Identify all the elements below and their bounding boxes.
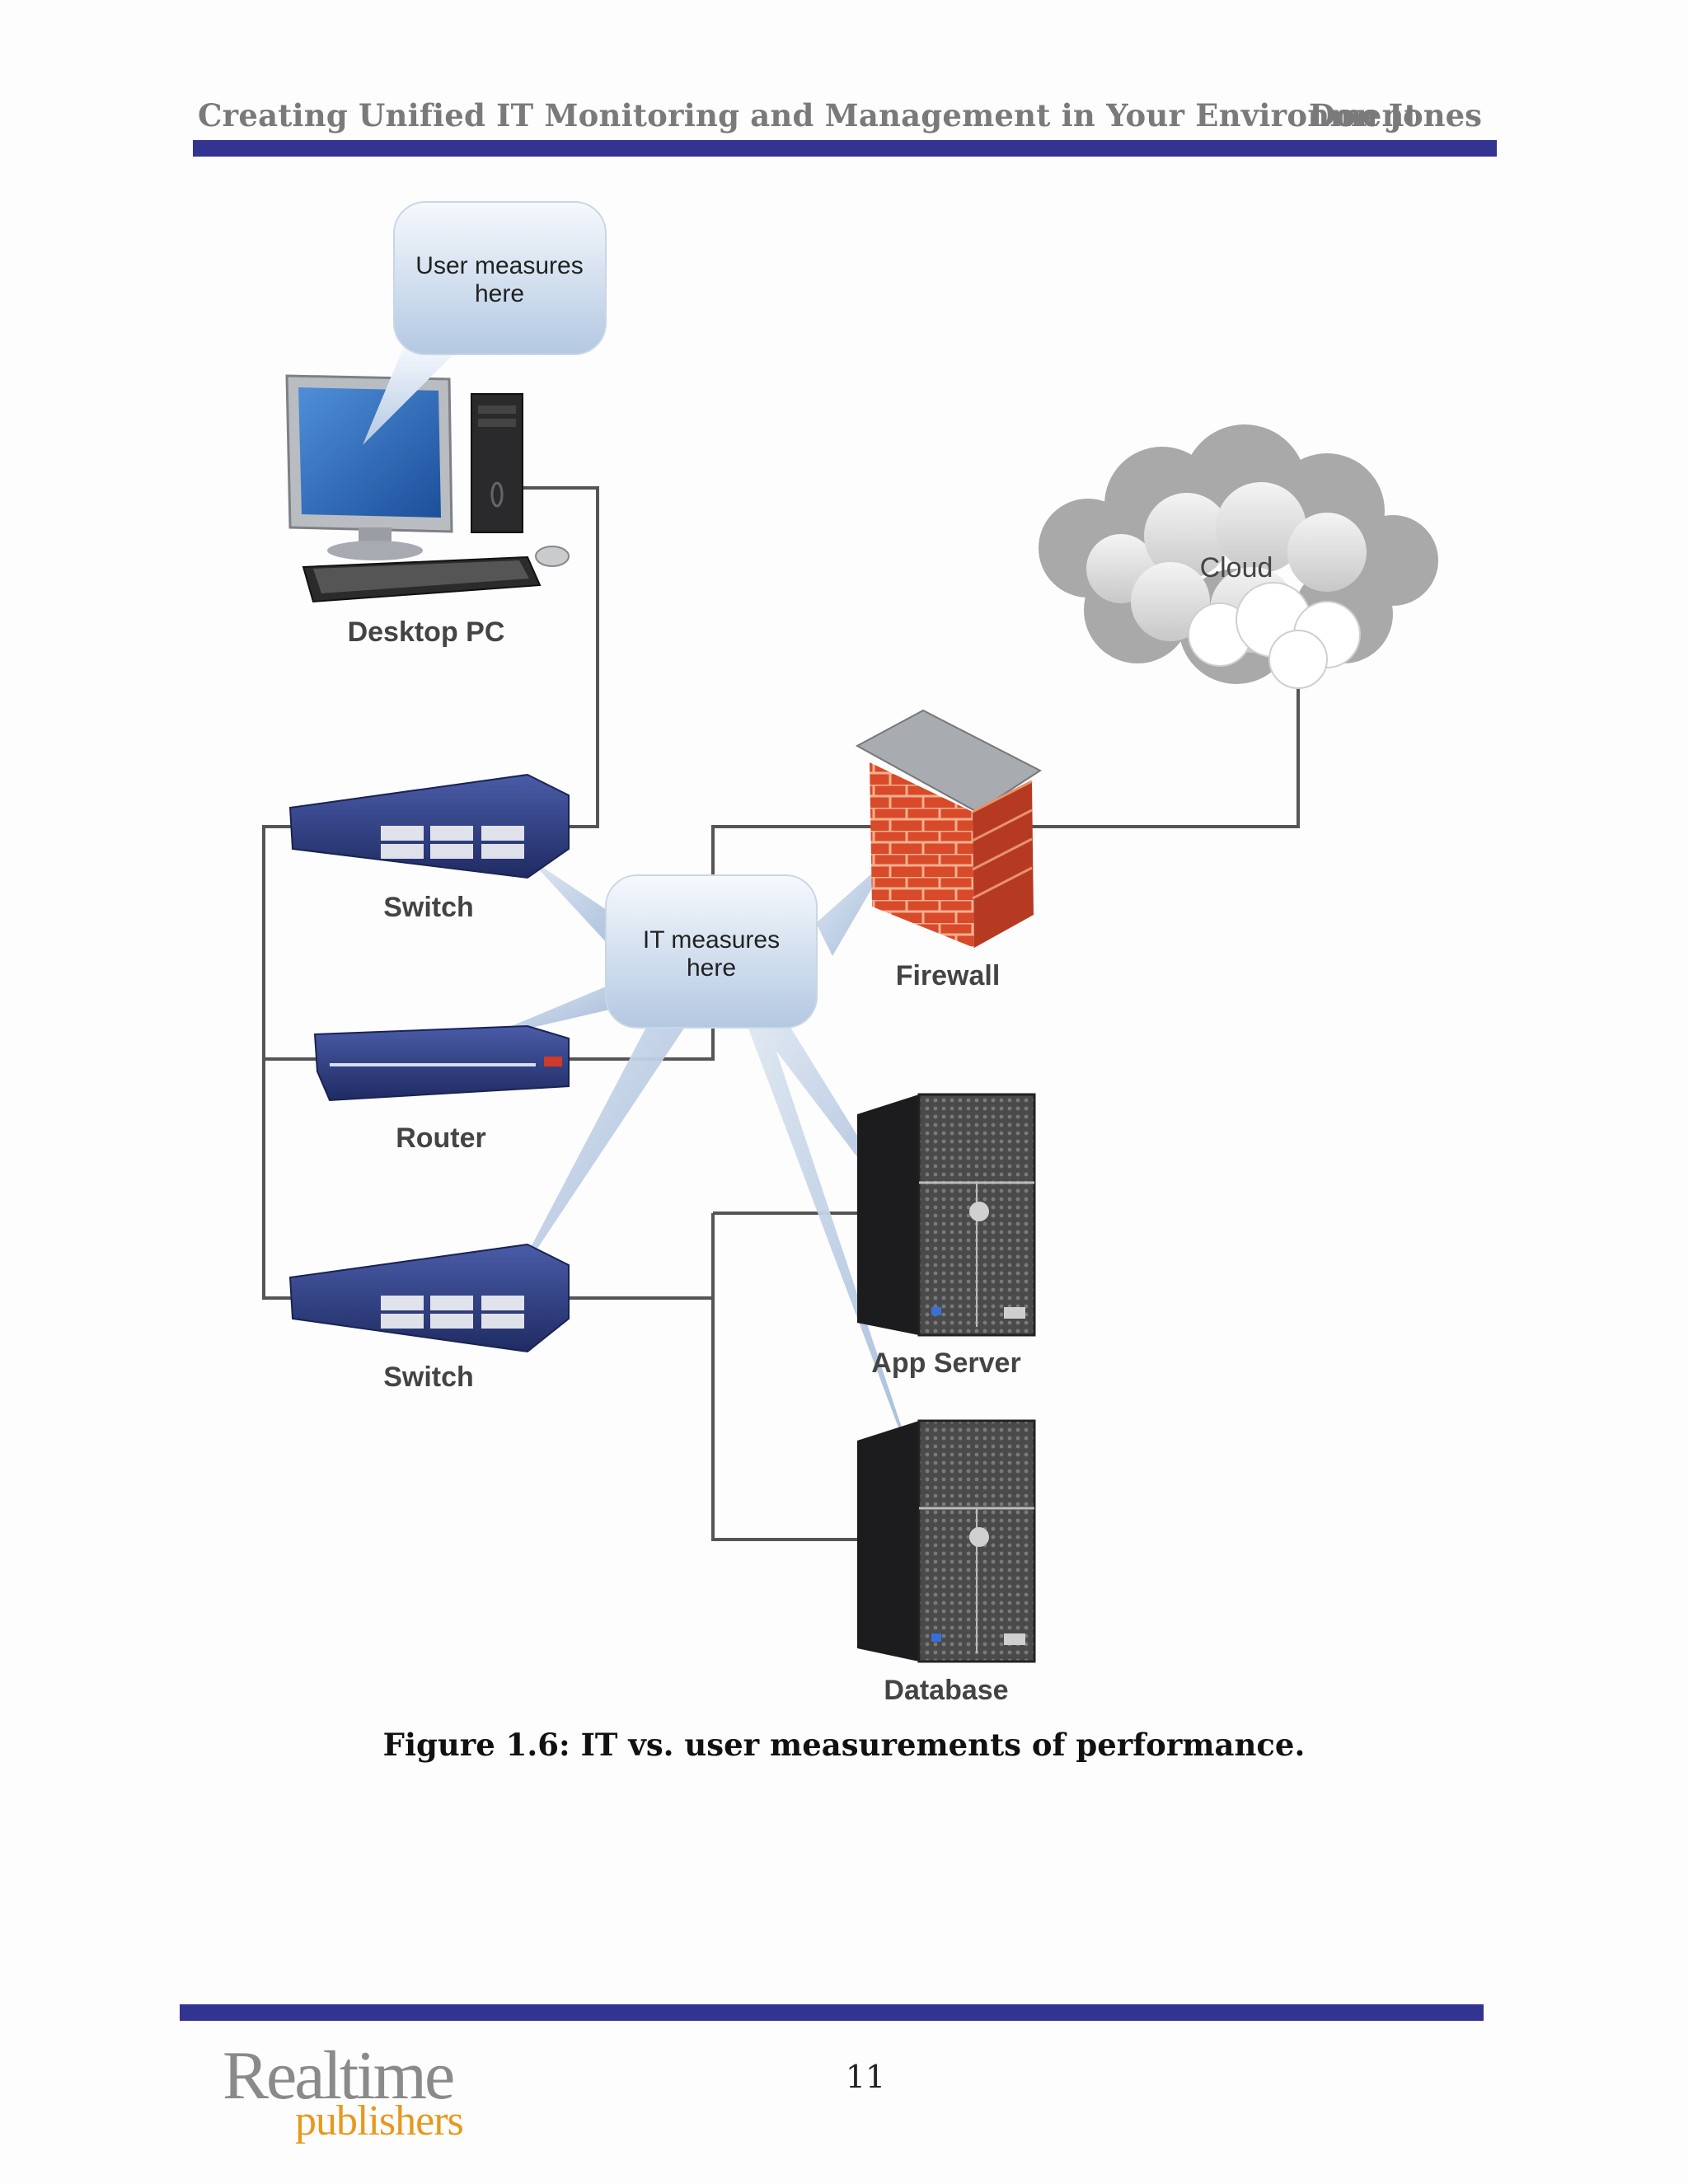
logo-realtime-text: Realtime xyxy=(223,2037,455,2114)
realtime-publishers-logo: Realtime publishers xyxy=(223,2036,495,2151)
footer-rule xyxy=(180,2004,1484,2021)
router-icon xyxy=(313,1024,570,1102)
switch-top-label: Switch xyxy=(383,892,474,923)
switch-top-icon xyxy=(288,773,570,879)
firewall-icon xyxy=(855,709,1042,948)
user-measures-bubble xyxy=(393,201,607,355)
header-author: Don Jones xyxy=(1308,97,1482,134)
database-label: Database xyxy=(884,1675,1008,1706)
desktop-label: Desktop PC xyxy=(348,616,505,648)
database-icon xyxy=(857,1419,1036,1663)
logo-publishers-text: publishers xyxy=(295,2097,464,2144)
user-bubble-line2: here xyxy=(475,280,524,307)
user-bubble-tail xyxy=(363,346,462,445)
switch-bottom-label: Switch xyxy=(383,1361,474,1393)
it-bubble-line2: here xyxy=(687,954,736,982)
firewall-label: Firewall xyxy=(896,960,1001,991)
app-server-label: App Server xyxy=(871,1347,1020,1379)
cloud-icon xyxy=(1039,424,1438,689)
it-bubble-line1: IT measures xyxy=(643,926,780,954)
figure-caption: Figure 1.6: IT vs. user measurements of … xyxy=(382,1727,1306,1763)
router-label: Router xyxy=(396,1122,486,1154)
switch-bottom-icon xyxy=(288,1243,570,1353)
app-server-icon xyxy=(857,1093,1036,1337)
it-measures-bubble xyxy=(605,874,818,1029)
user-bubble-line1: User measures xyxy=(415,252,583,279)
page-number: 11 xyxy=(845,2059,886,2095)
header-rule xyxy=(193,140,1497,157)
header-title: Creating Unified IT Monitoring and Manag… xyxy=(198,97,1418,134)
desktop-pc-icon xyxy=(285,374,570,603)
cloud-label: Cloud xyxy=(1200,552,1273,583)
